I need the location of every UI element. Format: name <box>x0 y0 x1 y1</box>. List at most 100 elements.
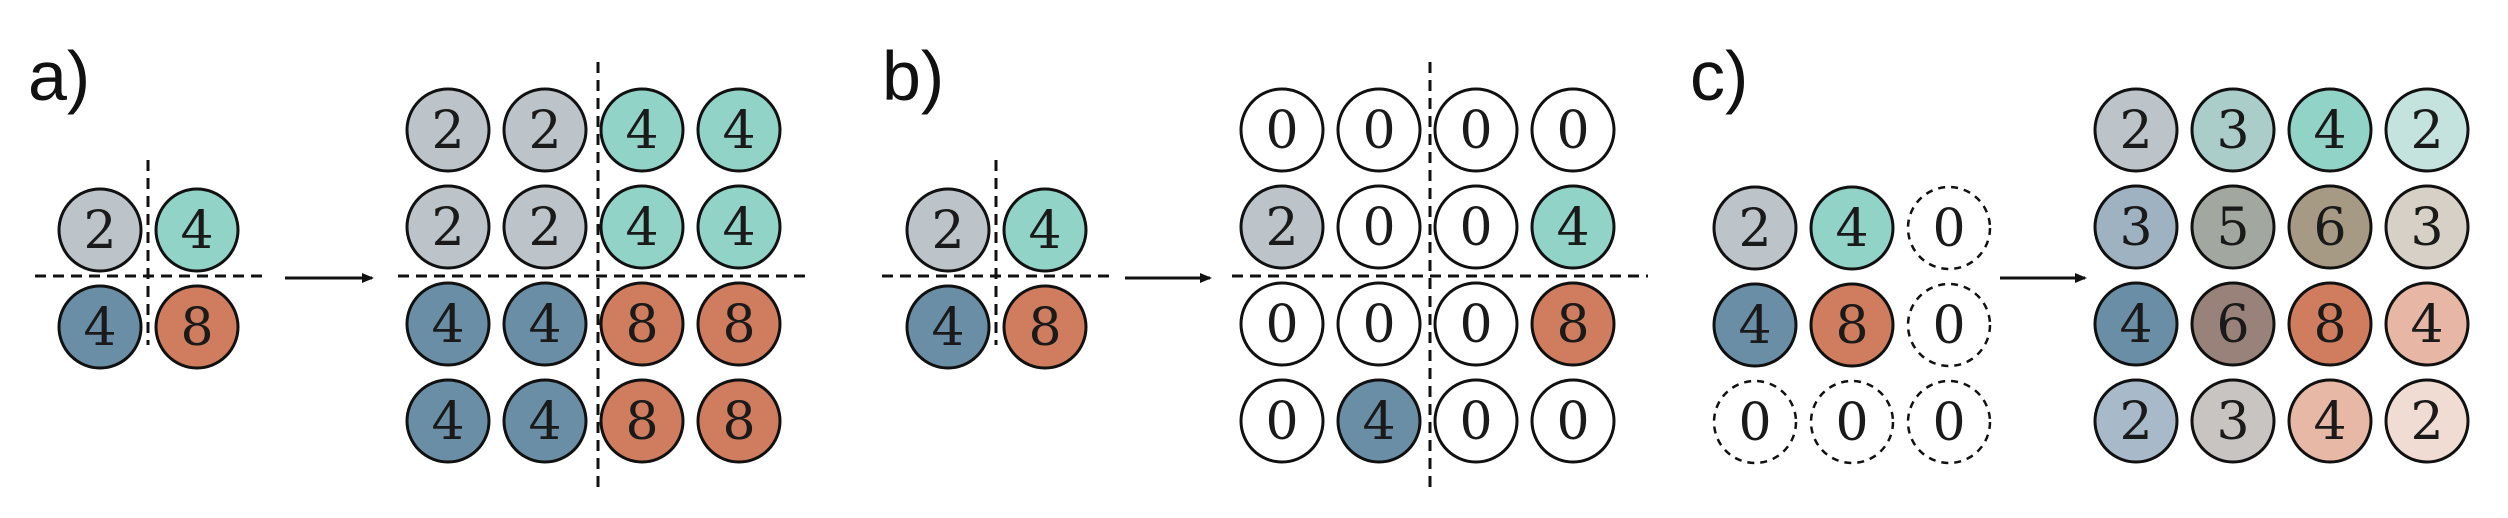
node-value: 6 <box>2216 295 2249 355</box>
circle-node <box>696 87 782 173</box>
panel-2-output-node-r3c3: 2 <box>2384 378 2470 464</box>
node-value: 3 <box>2216 101 2249 161</box>
circle-node <box>1433 184 1519 270</box>
panel-2-input-node-r1c0: 4 <box>1712 282 1798 368</box>
panel-1-output-node-r0c1: 0 <box>1336 87 1422 173</box>
node-value: 4 <box>1738 296 1771 356</box>
node-value: 0 <box>1932 393 1965 453</box>
panel-2-output-node-r3c1: 3 <box>2190 378 2276 464</box>
panel-1-input-node-r0c1: 4 <box>1002 187 1088 273</box>
panel-0-output-node-r0c0: 2 <box>405 87 491 173</box>
panel-0-output-node-r2c1: 4 <box>502 281 588 367</box>
circle-node <box>599 184 685 270</box>
circle-node <box>1906 282 1992 368</box>
node-value: 0 <box>1459 392 1492 452</box>
circle-node <box>1712 282 1798 368</box>
circle-node <box>1336 87 1422 173</box>
panel-label-a: a) <box>28 37 90 115</box>
circle-node <box>2384 281 2470 367</box>
panel-0-input-node-r0c1: 4 <box>154 187 240 273</box>
circle-node <box>1530 378 1616 464</box>
circle-node <box>154 187 240 273</box>
node-value: 2 <box>2119 392 2152 452</box>
circle-node <box>1530 87 1616 173</box>
panel-1-output-node-r3c0: 0 <box>1239 378 1325 464</box>
circle-node <box>502 378 588 464</box>
panel-0-output-node-r1c1: 2 <box>502 184 588 270</box>
panel-2-output-node-r0c1: 3 <box>2190 87 2276 173</box>
node-value: 0 <box>1556 101 1589 161</box>
panel-2-output-node-r2c2: 8 <box>2287 281 2373 367</box>
circle-node <box>2190 184 2276 270</box>
circle-node <box>154 284 240 370</box>
node-value: 4 <box>2410 295 2443 355</box>
node-value: 0 <box>1265 101 1298 161</box>
circle-node <box>1433 281 1519 367</box>
circle-node <box>1239 184 1325 270</box>
node-value: 4 <box>2313 101 2346 161</box>
circle-node <box>1809 185 1895 271</box>
circle-node <box>2093 281 2179 367</box>
circle-node <box>599 281 685 367</box>
node-value: 8 <box>625 295 658 355</box>
panel-0-output-node-r0c1: 2 <box>502 87 588 173</box>
panel-2-output-node-r2c0: 4 <box>2093 281 2179 367</box>
panel-0-input-node-r0c0: 2 <box>57 187 143 273</box>
circle-node <box>2287 378 2373 464</box>
circle-node <box>905 284 991 370</box>
node-value: 4 <box>431 295 464 355</box>
node-value: 0 <box>1932 199 1965 259</box>
node-value: 2 <box>528 198 561 258</box>
panel-2-output-node-r1c1: 5 <box>2190 184 2276 270</box>
circle-node <box>2093 378 2179 464</box>
circle-node <box>1530 184 1616 270</box>
circle-node <box>2093 87 2179 173</box>
node-value: 2 <box>931 201 964 261</box>
circle-node <box>599 378 685 464</box>
node-value: 0 <box>1835 393 1868 453</box>
node-value: 4 <box>722 198 755 258</box>
node-value: 8 <box>1556 295 1589 355</box>
node-value: 0 <box>1556 392 1589 452</box>
circle-node <box>405 281 491 367</box>
panel-1-output-node-r2c1: 0 <box>1336 281 1422 367</box>
panel-1-input-node-r1c1: 8 <box>1002 284 1088 370</box>
node-value: 8 <box>180 298 213 358</box>
panel-2-input-node-r1c1: 8 <box>1809 282 1895 368</box>
panel-0-output-node-r3c0: 4 <box>405 378 491 464</box>
node-value: 4 <box>1362 392 1395 452</box>
circle-node <box>502 281 588 367</box>
node-value: 4 <box>625 198 658 258</box>
node-value: 4 <box>1028 201 1061 261</box>
circle-node <box>599 87 685 173</box>
circle-node <box>2190 378 2276 464</box>
panel-2-output-node-r1c0: 3 <box>2093 184 2179 270</box>
panel-2-input-node-r0c2: 0 <box>1906 185 1992 271</box>
circle-node <box>405 378 491 464</box>
circle-node <box>1433 87 1519 173</box>
node-value: 0 <box>1459 295 1492 355</box>
panel-0-output-node-r2c3: 8 <box>696 281 782 367</box>
circle-node <box>1336 281 1422 367</box>
node-value: 2 <box>431 101 464 161</box>
circle-node <box>2287 281 2373 367</box>
panel-1-output-node-r3c3: 0 <box>1530 378 1616 464</box>
node-value: 4 <box>180 201 213 261</box>
circle-node <box>1906 379 1992 465</box>
panel-0-output-node-r1c0: 2 <box>405 184 491 270</box>
panel-1-output-node-r1c0: 2 <box>1239 184 1325 270</box>
node-value: 4 <box>431 392 464 452</box>
node-value: 0 <box>1362 101 1395 161</box>
node-value: 4 <box>1835 199 1868 259</box>
panel-2-output-node-r2c1: 6 <box>2190 281 2276 367</box>
circle-node <box>2190 87 2276 173</box>
node-value: 2 <box>1265 198 1298 258</box>
circle-node <box>2287 87 2373 173</box>
node-value: 2 <box>528 101 561 161</box>
node-value: 0 <box>1738 393 1771 453</box>
node-value: 4 <box>83 298 116 358</box>
panel-2-output-node-r3c2: 4 <box>2287 378 2373 464</box>
panel-0-output-node-r3c3: 8 <box>696 378 782 464</box>
node-value: 2 <box>1738 199 1771 259</box>
panel-2-input-node-r2c0: 0 <box>1712 379 1798 465</box>
